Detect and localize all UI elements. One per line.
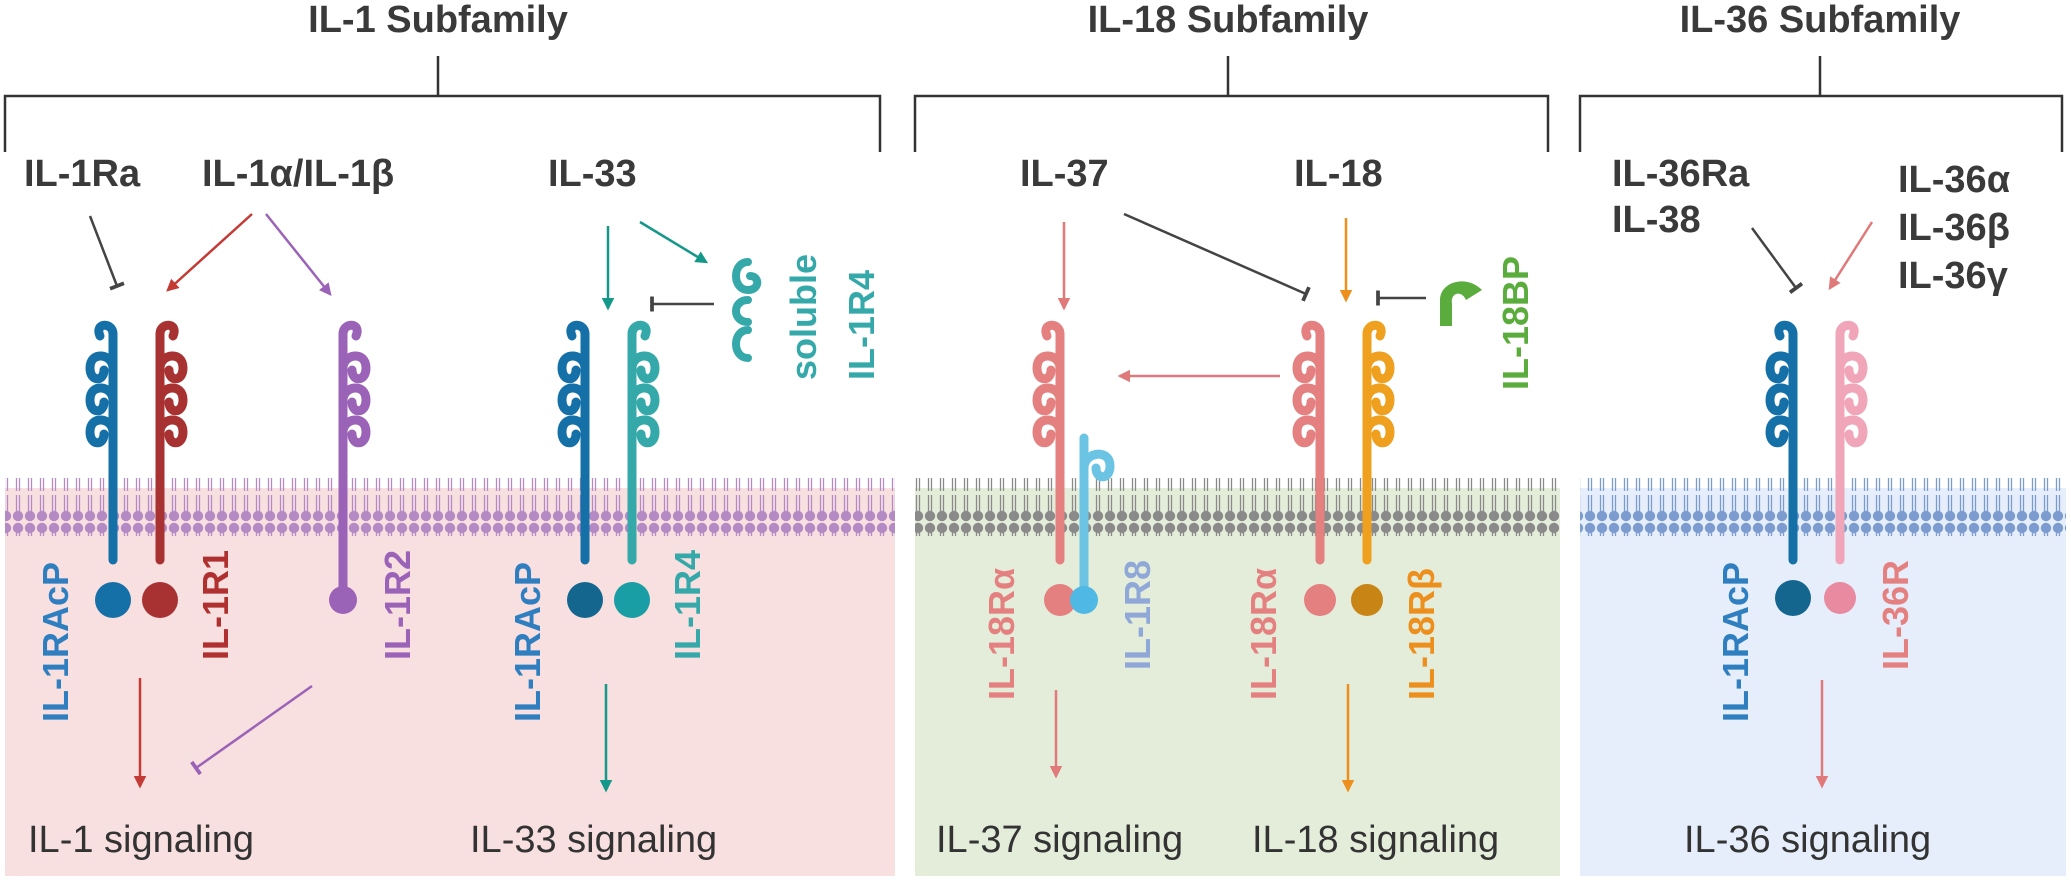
receptor-label-il1r4: IL-1R4 bbox=[667, 550, 708, 660]
arrow-il36-agonists bbox=[1828, 221, 1874, 291]
receptor-label-il1r2: IL-1R2 bbox=[377, 550, 418, 660]
subfamily-title-il36: IL-36 Subfamily bbox=[1680, 0, 1961, 41]
ligand-il1ra: IL-1Ra bbox=[24, 153, 141, 195]
receptor-il1r4-shape bbox=[627, 320, 660, 565]
signaling-il1: IL-1 signaling bbox=[28, 819, 254, 861]
receptor-label-il1r1: IL-1R1 bbox=[195, 550, 236, 660]
bracket-il1 bbox=[3, 56, 882, 152]
soluble-il1r4-shape bbox=[732, 258, 762, 362]
inhibit-il1ra bbox=[88, 215, 125, 291]
ligand-il36ra: IL-36Ra bbox=[1612, 153, 1750, 195]
il18bp-shape bbox=[1440, 281, 1482, 326]
receptor-il1racp-3-tir bbox=[1775, 580, 1811, 616]
ligand-il33: IL-33 bbox=[548, 153, 637, 195]
receptor-label-il1racp-2: IL-1RAcP bbox=[507, 562, 548, 722]
receptor-il18ra-1-shape bbox=[1032, 320, 1065, 565]
inhibit-il37-il18 bbox=[1123, 212, 1311, 302]
arrow-il1ab-to-il1r2 bbox=[265, 213, 332, 296]
subfamily-title-il1: IL-1 Subfamily bbox=[308, 0, 568, 41]
receptor-il18ra-2-tir bbox=[1304, 584, 1336, 616]
panel-il1 bbox=[5, 488, 895, 876]
receptor-label-il18rb: IL-18Rβ bbox=[1401, 568, 1442, 700]
ligand-il38: IL-38 bbox=[1612, 199, 1701, 241]
receptor-il36r-shape bbox=[1835, 320, 1868, 565]
receptor-il18ra-2-shape bbox=[1292, 320, 1325, 565]
soluble-label: soluble bbox=[783, 254, 824, 380]
receptor-label-il36r: IL-36R bbox=[1875, 560, 1916, 670]
membrane-il18 bbox=[915, 478, 1560, 536]
signaling-il33: IL-33 signaling bbox=[470, 819, 717, 861]
receptor-label-il1racp-1: IL-1RAcP bbox=[35, 562, 76, 722]
il18bp-label: IL-18BP bbox=[1495, 256, 1536, 390]
inhibit-il1r2-signaling bbox=[190, 684, 313, 776]
receptor-il18ra-1-tir bbox=[1044, 584, 1076, 616]
receptor-il1r1-tir bbox=[142, 582, 178, 618]
arrow-il33-to-soluble bbox=[639, 220, 709, 264]
ligand-il36g: IL-36γ bbox=[1898, 255, 2008, 297]
soluble-il1r4-label: IL-1R4 bbox=[841, 270, 882, 380]
membrane-il1 bbox=[5, 478, 895, 536]
panel-il18 bbox=[915, 488, 1560, 876]
receptor-il1r1-shape bbox=[155, 320, 188, 565]
ligand-il36a: IL-36α bbox=[1898, 159, 2010, 201]
receptor-il18rb-shape bbox=[1362, 320, 1395, 565]
ligand-il18: IL-18 bbox=[1294, 153, 1383, 195]
subfamily-title-il18: IL-18 Subfamily bbox=[1088, 0, 1369, 41]
receptor-il1r2-tip bbox=[329, 586, 357, 614]
signaling-il18: IL-18 signaling bbox=[1252, 819, 1499, 861]
receptor-label-il1racp-3: IL-1RAcP bbox=[1715, 562, 1756, 722]
signaling-il37: IL-37 signaling bbox=[936, 819, 1183, 861]
receptor-il1r4-tir bbox=[614, 582, 650, 618]
ligand-il1a-il1b: IL-1α/IL-1β bbox=[202, 153, 394, 195]
receptor-il1r8-tip bbox=[1070, 586, 1098, 614]
receptor-il1r2-shape bbox=[338, 320, 371, 595]
membrane-il36 bbox=[1580, 478, 2066, 536]
bracket-il18 bbox=[913, 56, 1550, 152]
ligand-il36b: IL-36β bbox=[1898, 207, 2010, 249]
bracket-il36 bbox=[1578, 56, 2064, 152]
receptor-label-il1r8: IL-1R8 bbox=[1117, 560, 1158, 670]
receptor-il18rb-tir bbox=[1351, 584, 1383, 616]
inhibit-il36ra bbox=[1750, 227, 1804, 294]
receptor-label-il18ra-2: IL-18Rα bbox=[1243, 568, 1284, 700]
arrow-il1ab-to-il1r1 bbox=[166, 213, 253, 292]
receptor-il1racp-1-tir bbox=[95, 582, 131, 618]
receptor-il1racp-1-shape bbox=[85, 320, 118, 565]
receptor-label-il18ra-1: IL-18Rα bbox=[981, 568, 1022, 700]
receptor-il1racp-2-tir bbox=[567, 582, 603, 618]
receptor-il1r8-shape bbox=[1079, 433, 1115, 595]
receptor-il36r-tir bbox=[1824, 582, 1856, 614]
ligand-il37: IL-37 bbox=[1020, 153, 1109, 195]
signaling-il36: IL-36 signaling bbox=[1684, 819, 1931, 861]
receptor-il1racp-3-shape bbox=[1765, 320, 1798, 565]
receptor-il1racp-2-shape bbox=[557, 320, 590, 565]
